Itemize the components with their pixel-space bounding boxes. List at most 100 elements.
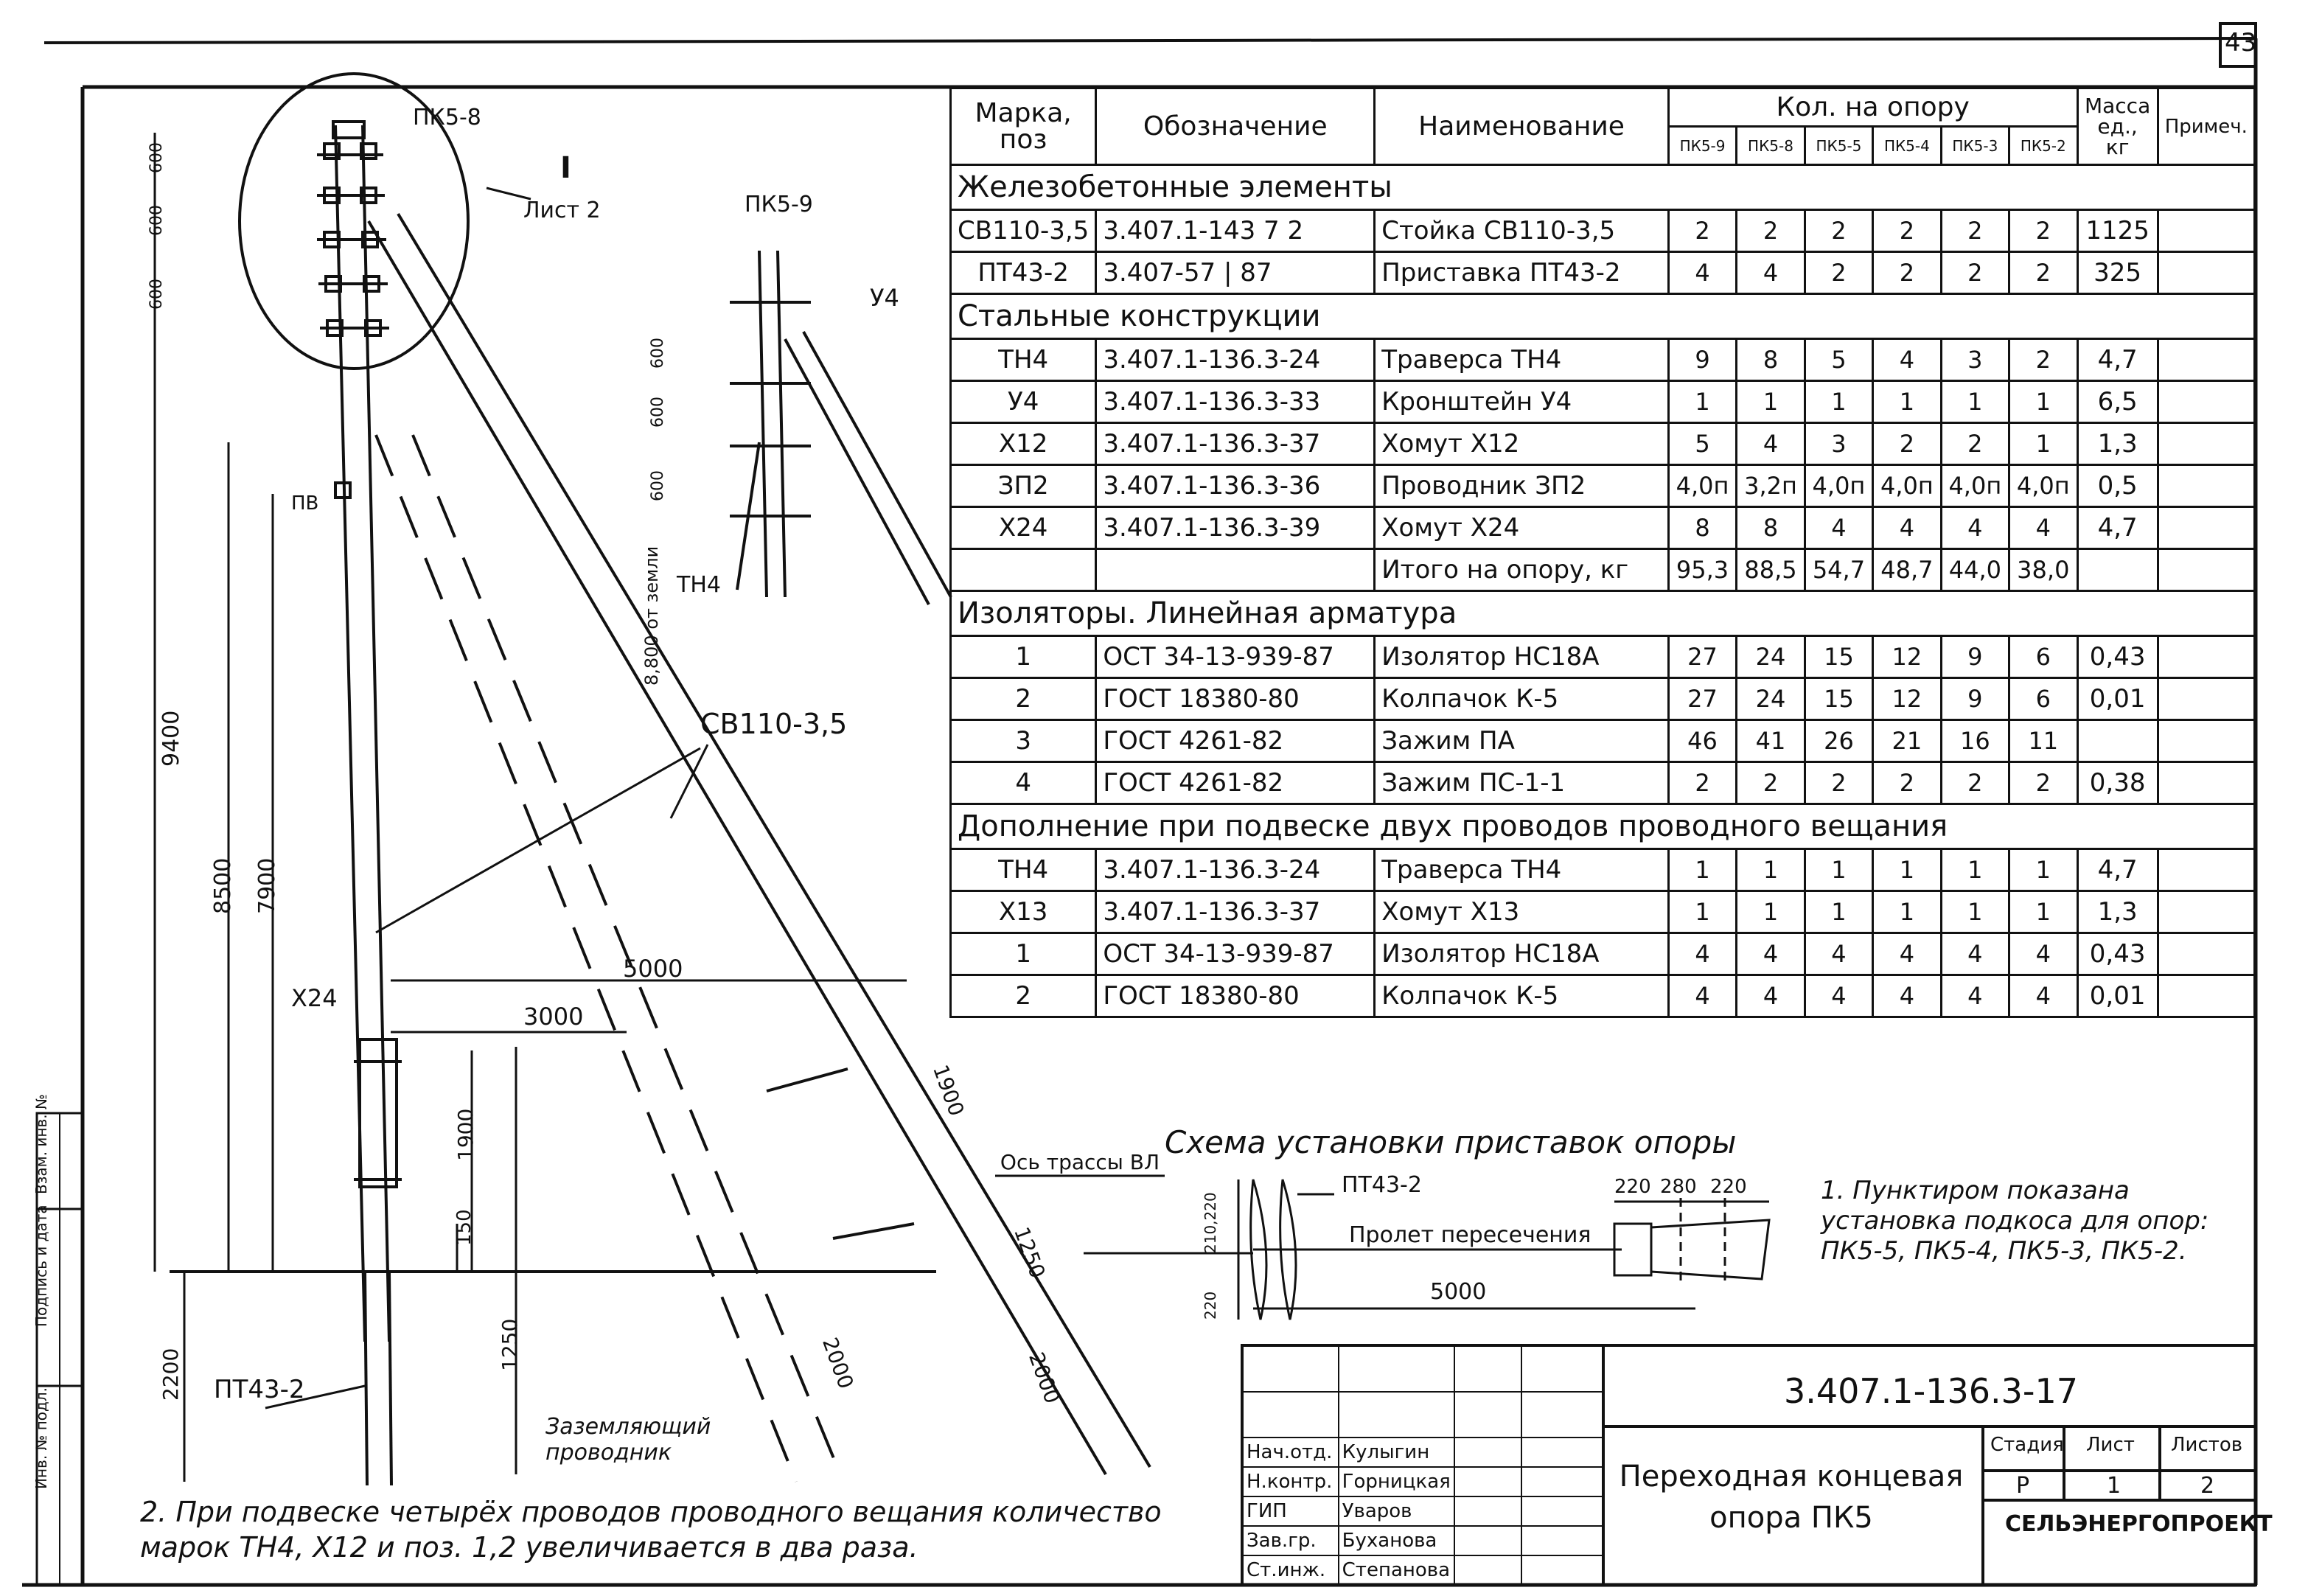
- cell-qty: 1: [1939, 890, 2011, 934]
- title-stage-label: Стадия: [1990, 1434, 2064, 1456]
- cell-mass: 0,5: [2076, 464, 2159, 508]
- cell-note: [2156, 932, 2256, 976]
- cell-qty: 2: [1939, 251, 2011, 295]
- cell-qty: 3,2п: [1735, 464, 1806, 508]
- cell-mass: 0,01: [2076, 974, 2159, 1018]
- label-th4: ТН4: [677, 572, 721, 598]
- cell-designation: 3.407-57 | 87: [1095, 251, 1376, 295]
- cell-qty: 4: [1735, 251, 1806, 295]
- cell-mass: 4,7: [2076, 338, 2159, 382]
- cell-qty: 12: [1872, 677, 1942, 721]
- cell-qty: 2: [1803, 209, 1875, 253]
- cell-mark: ЗП2: [949, 464, 1098, 508]
- cell-qty: 95,3: [1667, 548, 1738, 592]
- signer-date: [1521, 1437, 1603, 1468]
- cell-note: [2156, 719, 2256, 763]
- cell-name: Траверса ТН4: [1373, 848, 1670, 892]
- cell-qty: 2: [1939, 209, 2011, 253]
- signer-date: [1521, 1555, 1603, 1586]
- signer-name: Буханова: [1337, 1525, 1455, 1556]
- dim-5000: 5000: [623, 955, 683, 983]
- cell-qty: 8: [1667, 506, 1738, 550]
- signer-date: [1521, 1525, 1603, 1556]
- cell-qty: 4: [1735, 422, 1806, 466]
- cell-qty: 2: [1803, 761, 1875, 805]
- label-sv110: СВ110-3,5: [700, 708, 848, 740]
- cell-mark: У4: [949, 380, 1098, 424]
- cell-qty: 2: [2008, 251, 2079, 295]
- cell-qty: 9: [1939, 677, 2011, 721]
- cell-qty: 4: [1803, 506, 1875, 550]
- cell-qty: 1: [1803, 380, 1875, 424]
- cell-qty: 4: [2008, 506, 2079, 550]
- cell-designation: ОСТ 34-13-939-87: [1095, 932, 1376, 976]
- cell-qty: 1: [1872, 380, 1942, 424]
- sheet-ref-label: Лист 2: [523, 198, 601, 223]
- cell-qty: 2: [1939, 422, 2011, 466]
- cell-designation: 3.407.1-136.3-24: [1095, 848, 1376, 892]
- cell-qty: 1: [2008, 890, 2079, 934]
- cell-qty: 88,5: [1735, 548, 1806, 592]
- cell-qty: 1: [2008, 848, 2079, 892]
- cell-note: [2156, 506, 2256, 550]
- cell-mark: Х12: [949, 422, 1098, 466]
- cell-qty: 2: [1667, 761, 1738, 805]
- cell-qty: 6: [2008, 635, 2079, 679]
- cell-qty: 2: [1872, 209, 1942, 253]
- label-u4: У4: [870, 284, 899, 312]
- cell-name: Кронштейн У4: [1373, 380, 1670, 424]
- label-pk5-8: ПК5-8: [413, 105, 481, 130]
- cell-designation: 3.407.1-136.3-37: [1095, 422, 1376, 466]
- cell-designation: [1095, 548, 1376, 592]
- cell-note: [2156, 251, 2256, 295]
- cell-qty: 8: [1735, 338, 1806, 382]
- scheme-dim-5000: 5000: [1430, 1279, 1487, 1305]
- section-title: Железобетонные элементы: [949, 164, 2256, 211]
- cell-qty: 1: [1735, 848, 1806, 892]
- cell-qty: 12: [1872, 635, 1942, 679]
- cell-mass: 1125: [2076, 209, 2159, 253]
- signer-role: Ст.инж.: [1242, 1555, 1339, 1586]
- cell-mass: 4,7: [2076, 848, 2159, 892]
- cell-qty: 21: [1872, 719, 1942, 763]
- cell-mass: 0,43: [2076, 635, 2159, 679]
- header-qty-col: ПК5-8: [1735, 125, 1806, 166]
- cell-mass: 325: [2076, 251, 2159, 295]
- signer-row: Зав.гр.Буханова: [1242, 1525, 1603, 1556]
- header-mass: Масса ед., кг: [2076, 87, 2159, 166]
- header-qty-group: Кол. на опору: [1667, 87, 2079, 128]
- cell-qty: 4: [1667, 974, 1738, 1018]
- signer-signature: [1453, 1437, 1523, 1468]
- cell-qty: 2: [1872, 422, 1942, 466]
- cell-mass: [2076, 719, 2159, 763]
- cell-qty: 4: [1667, 251, 1738, 295]
- cell-mark: 3: [949, 719, 1098, 763]
- cell-qty: 4: [1872, 974, 1942, 1018]
- scheme-title: Схема установки приставок опоры: [1165, 1124, 1737, 1160]
- cell-designation: ОСТ 34-13-939-87: [1095, 635, 1376, 679]
- header-note: Примеч.: [2156, 87, 2256, 166]
- cell-qty: 4: [1872, 932, 1942, 976]
- cell-note: [2156, 380, 2256, 424]
- cell-qty: 4: [1939, 932, 2011, 976]
- cell-qty: 4: [1803, 932, 1875, 976]
- dim-3000: 3000: [523, 1003, 584, 1031]
- cell-name: Колпачок К-5: [1373, 974, 1670, 1018]
- cell-name: Зажим ПА: [1373, 719, 1670, 763]
- label-pt43: ПТ43-2: [214, 1375, 305, 1404]
- cell-qty: 54,7: [1803, 548, 1875, 592]
- cell-mass: 0,43: [2076, 932, 2159, 976]
- cell-qty: 5: [1803, 338, 1875, 382]
- label-ground: Заземляющий проводник: [545, 1414, 711, 1466]
- cell-designation: 3.407.1-136.3-37: [1095, 890, 1376, 934]
